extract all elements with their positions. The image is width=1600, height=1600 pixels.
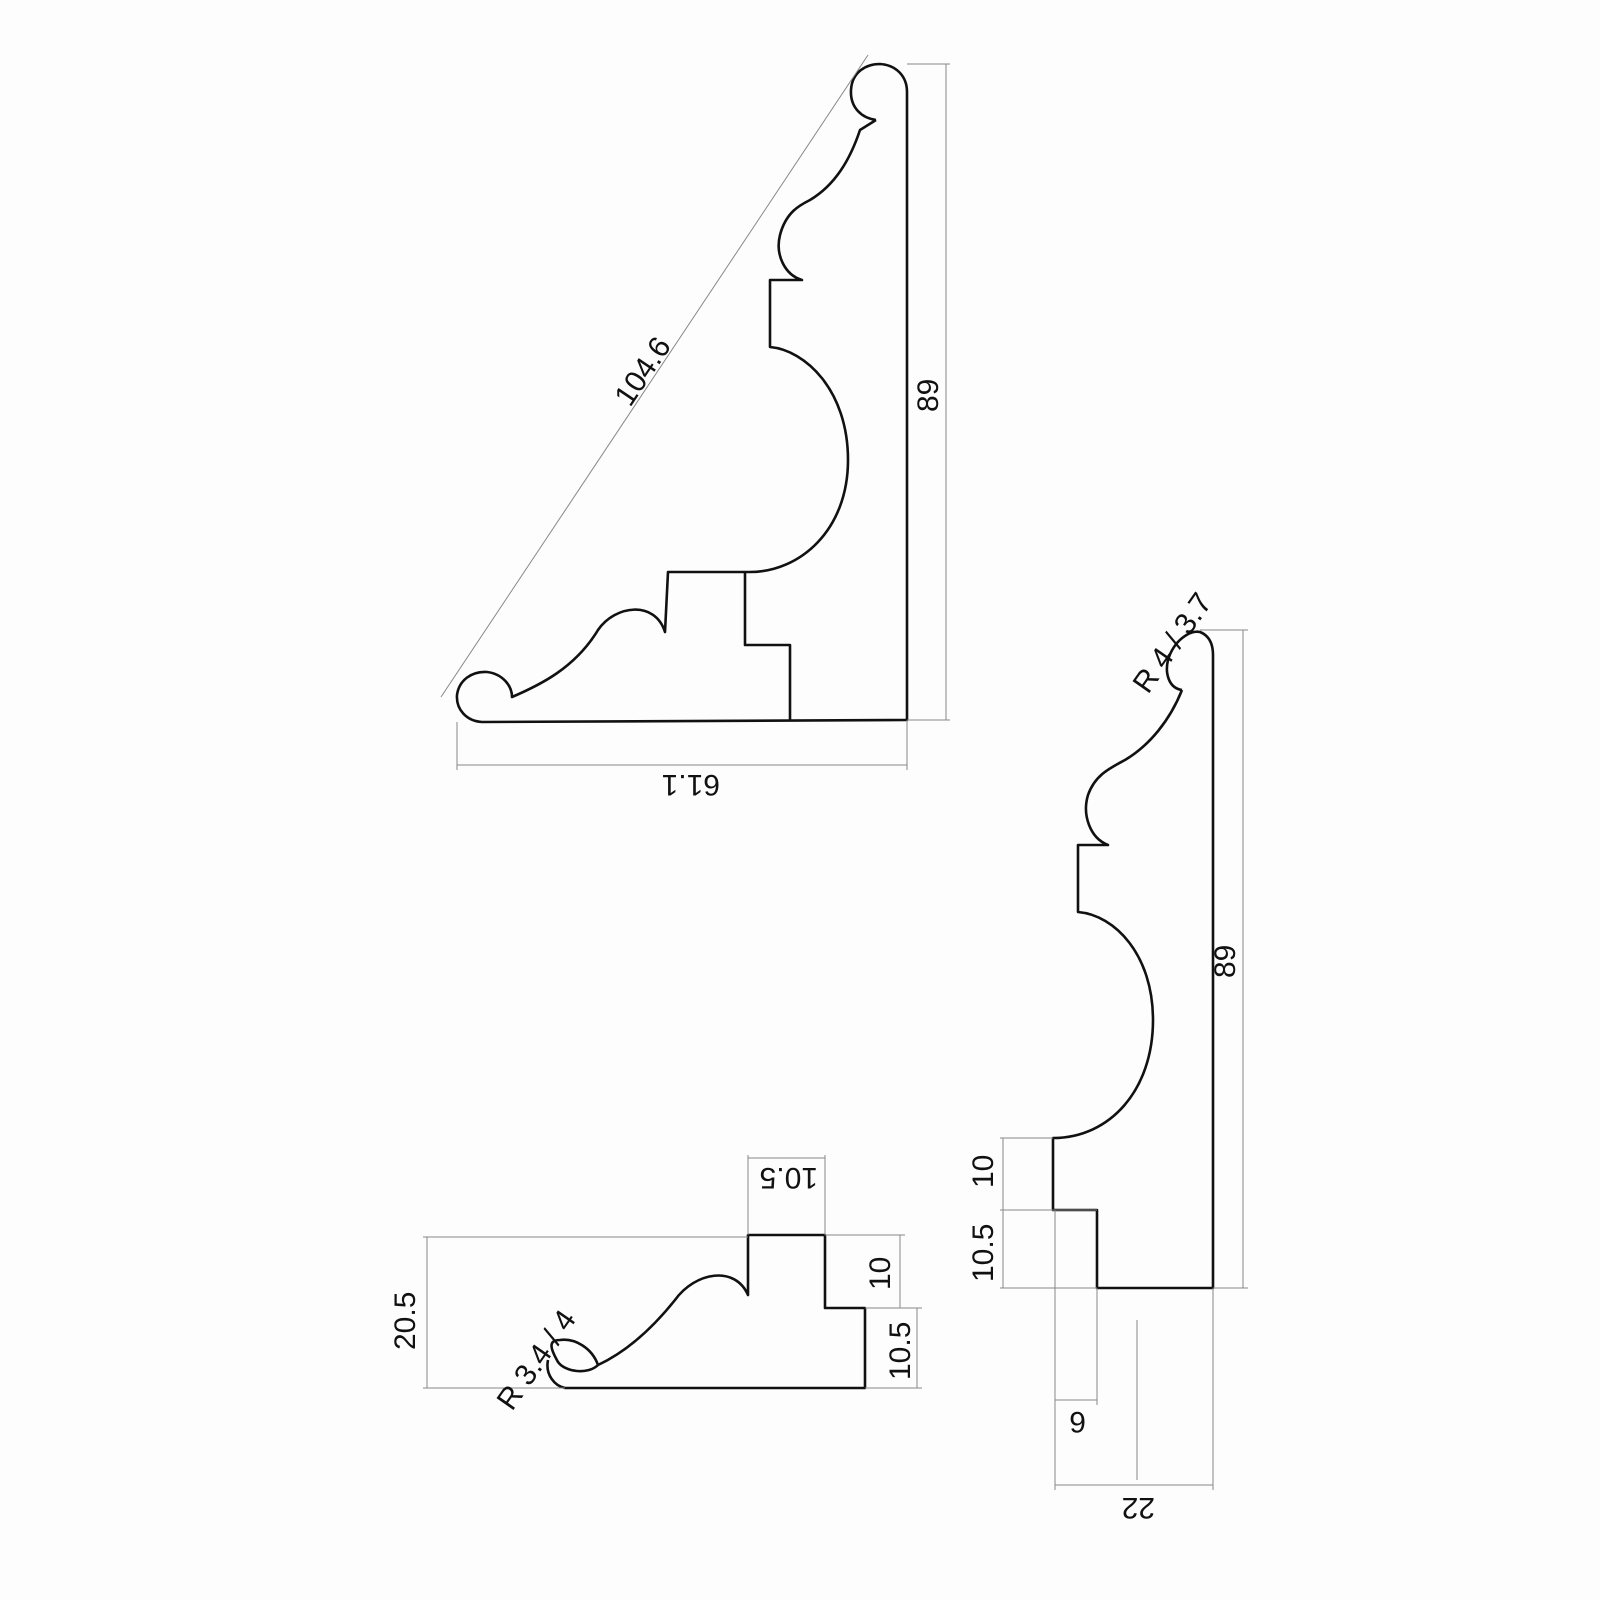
dim-step-upper-label: 10 xyxy=(967,1155,1000,1188)
profile-right-outline xyxy=(1051,630,1215,1290)
profile-large: 104.6 89 61.1 xyxy=(440,54,950,801)
dim-height-label: 20.5 xyxy=(389,1292,422,1350)
profile-right: R 4 / 3.7 89 10 10.5 6 22 xyxy=(967,587,1248,1524)
dim-diagonal-line xyxy=(440,54,869,698)
dim-step-lower-label: 10.5 xyxy=(884,1322,917,1380)
dim-height-label: 89 xyxy=(912,379,945,412)
profile-small: R 3.4 / 4 20.5 10.5 10 10.5 xyxy=(389,1155,922,1416)
profile-large-step xyxy=(743,572,792,720)
profile-small-outline xyxy=(546,1233,867,1390)
profile-large-outline xyxy=(455,62,909,724)
dim-step-upper-label: 10 xyxy=(864,1257,897,1290)
dim-diagonal-label: 104.6 xyxy=(608,331,677,412)
dim-height-label: 89 xyxy=(1209,945,1242,978)
dim-base-width-label: 22 xyxy=(1122,1491,1155,1524)
dim-top-width-label: 10.5 xyxy=(760,1161,818,1194)
dim-width-label: 61.1 xyxy=(662,768,720,801)
dim-radius-label: R 3.4 / 4 xyxy=(491,1304,583,1416)
dim-radius-label: R 4 / 3.7 xyxy=(1127,587,1219,699)
dim-step-lower-label: 10.5 xyxy=(967,1224,1000,1282)
dim-step-width-label: 6 xyxy=(1069,1405,1086,1438)
